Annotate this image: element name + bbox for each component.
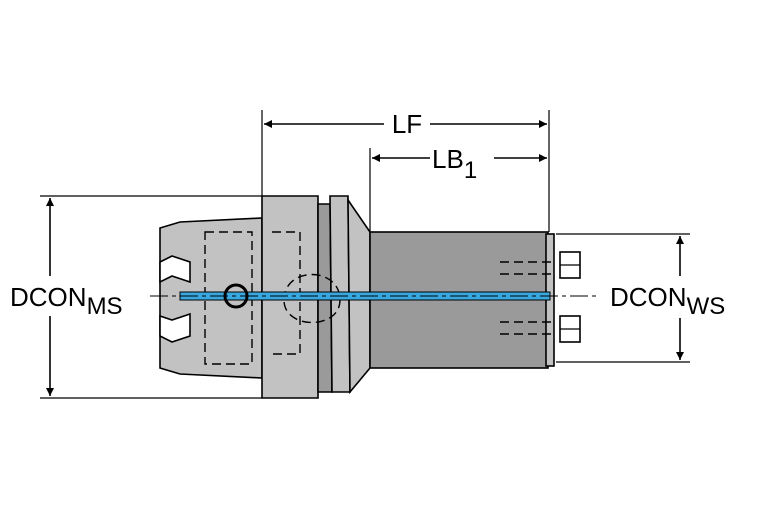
dimension-dcon-ms: DCONMS	[10, 195, 262, 399]
drive-key-bottom	[159, 312, 191, 343]
dimension-lb1: LB1	[369, 144, 547, 232]
label-lb1: LB1	[432, 144, 477, 184]
tool-body	[150, 195, 600, 399]
dimension-lf: LF	[261, 109, 550, 232]
dimension-dcon-ws: DCONWS	[556, 233, 725, 363]
label-dcon-ms: DCONMS	[10, 282, 123, 320]
label-dcon-ws: DCONWS	[610, 282, 725, 320]
clamp-screws	[500, 251, 581, 343]
label-lf: LF	[392, 109, 422, 139]
drive-key-top	[159, 255, 191, 284]
hidden-bore	[204, 231, 253, 365]
